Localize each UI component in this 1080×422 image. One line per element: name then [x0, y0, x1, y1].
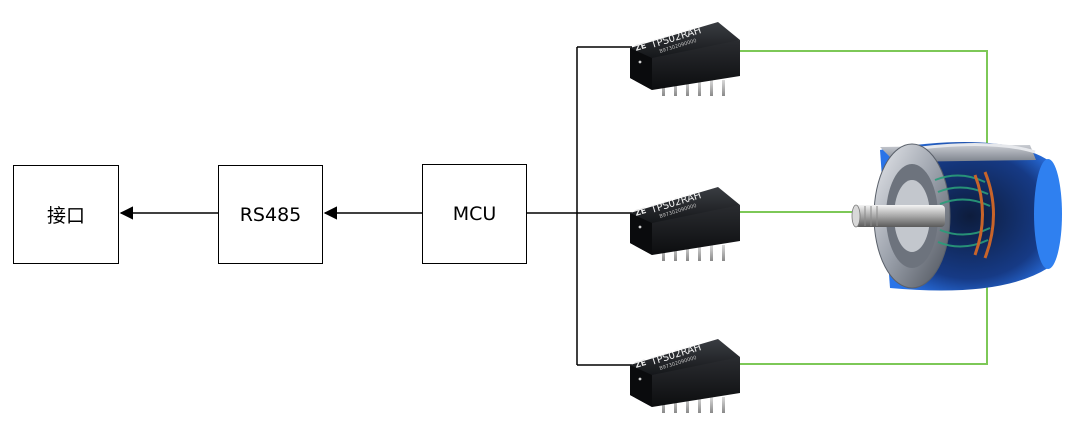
chip-pin1-dot — [638, 60, 642, 64]
chip-top — [630, 339, 740, 375]
chip-pin — [722, 397, 725, 413]
chip-pin — [698, 80, 701, 96]
chip-pin — [698, 245, 701, 261]
chip-pin — [674, 80, 677, 96]
rs485-box: RS485 — [218, 165, 323, 264]
chip-pin1-dot — [638, 377, 642, 381]
chip-pin — [686, 245, 689, 261]
chip-top — [630, 22, 740, 58]
chip-pin — [674, 397, 677, 413]
interface-label: 接口 — [46, 205, 85, 227]
chip-pin — [722, 245, 725, 261]
chip-pin — [674, 245, 677, 261]
motor-image — [851, 142, 1062, 291]
chip-logo: ZE — [634, 358, 647, 370]
chip-pin — [686, 80, 689, 96]
mcu-box: MCU — [422, 164, 527, 264]
chip-side — [630, 48, 652, 90]
chip-pin — [710, 80, 713, 96]
chip-top — [630, 187, 740, 223]
chip-pin — [698, 397, 701, 413]
chip-side — [630, 213, 652, 255]
chip-pin — [722, 80, 725, 96]
sensor-bus — [527, 46, 632, 366]
chip-pin1-dot — [638, 225, 642, 229]
mcu-label: MCU — [452, 203, 497, 225]
chip-side — [630, 365, 652, 407]
chip-logo: ZE — [634, 206, 647, 218]
rs485-label: RS485 — [239, 203, 302, 226]
chip-pin — [710, 397, 713, 413]
chip-logo: ZE — [634, 41, 647, 53]
chip-pin — [686, 397, 689, 413]
interface-box: 接口 — [13, 165, 119, 264]
chip-pin — [710, 245, 713, 261]
